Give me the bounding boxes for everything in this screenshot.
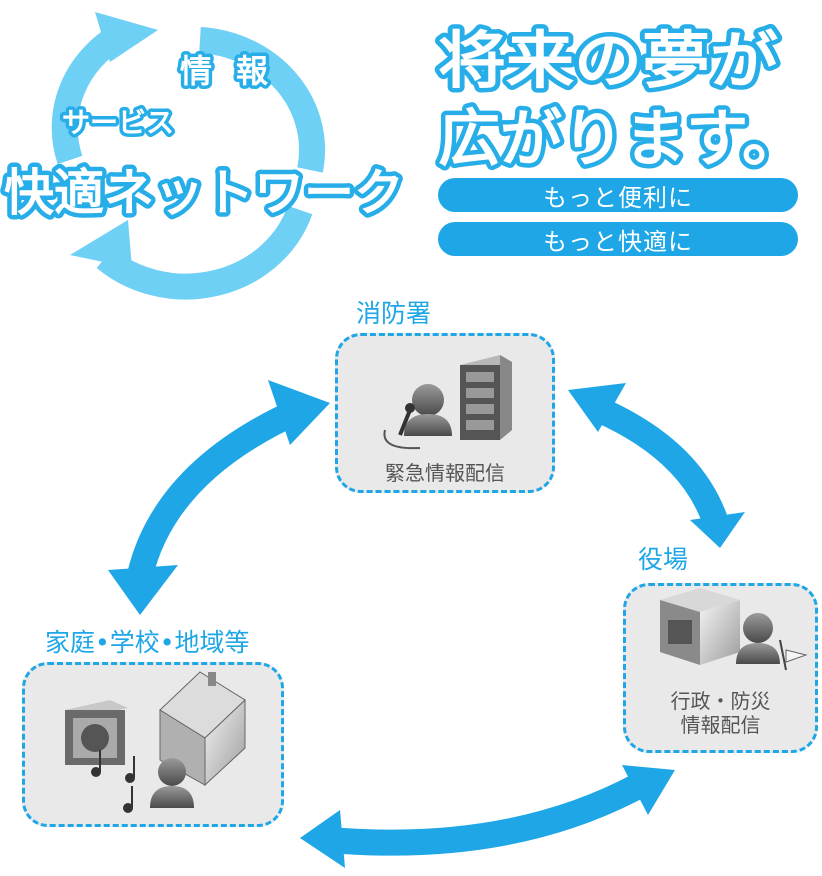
node-box-fire-station: [335, 333, 555, 493]
node-box-home: [22, 662, 284, 827]
double-arrow-icon: [300, 765, 675, 868]
cycle-word-top: 情報: [180, 52, 292, 90]
node-label-town-hall: 役場: [638, 545, 689, 574]
node-caption-town-hall-2: 情報配信: [680, 713, 761, 737]
double-arrow-icon: [108, 380, 330, 615]
node-caption-fire-station: 緊急情報配信: [385, 461, 505, 485]
pill-comfortable: もっと快適に: [438, 222, 798, 256]
headline-line1: 将来の夢が: [438, 24, 778, 97]
node-label-home: 家庭•学校•地域等: [45, 628, 250, 657]
pill-convenient: もっと便利に: [438, 178, 798, 212]
node-label-fire-station: 消防署: [356, 299, 432, 328]
headline-line2: 広がります。: [438, 102, 804, 175]
node-caption-town-hall-1: 行政・防災: [670, 689, 771, 713]
cycle-word-left: サービス: [62, 106, 174, 139]
double-arrow-icon: [568, 383, 745, 548]
circular-arrows-icon: [51, 12, 325, 300]
main-title: 快適ネットワーク: [4, 164, 404, 222]
